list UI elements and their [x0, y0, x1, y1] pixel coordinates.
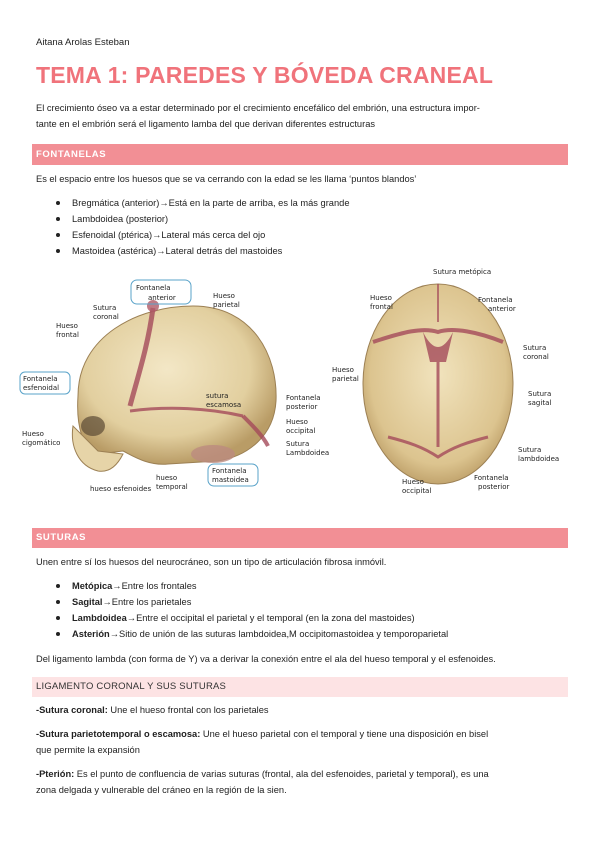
label-sutura-sagital-1: Sutura [528, 390, 551, 398]
skull-superior-drawing [362, 283, 514, 485]
label-sutura-sagital-2: sagital [528, 399, 551, 407]
label-hueso-cigomatico-1: Hueso [22, 430, 44, 438]
label-sutura-coronal-1: Sutura [93, 304, 116, 312]
skull-lateral-figure: Fontanela anterior Hueso parietal Sutura… [19, 279, 329, 493]
label-fontanela-posterior-1: Fontanela [286, 394, 321, 402]
label-sutura-lambdoidea-2: Lambdoidea [286, 449, 329, 457]
label-hueso-occipital-1: Hueso [402, 478, 424, 486]
label-sutura-metopica: Sutura metópica [433, 268, 491, 276]
list-item-term: Lambdoidea [72, 613, 127, 623]
label-fontanela-anterior-1: Fontanela [478, 296, 513, 304]
label-hueso-temporal-2: temporal [156, 483, 188, 491]
sutura-escamosa-text: Une el hueso parietal con el temporal y … [200, 729, 489, 739]
label-fontanela-posterior-2: posterior [478, 483, 510, 491]
suturas-list: Metópica→Entre los frontales Sagital→Ent… [50, 578, 448, 642]
label-hueso-esfenoides: hueso esfenoides [90, 485, 151, 493]
label-hueso-parietal-2: parietal [213, 301, 240, 309]
list-item-term: Asterión [72, 629, 110, 639]
fontanela-anterior-box [130, 279, 192, 305]
list-item: Asterión→Sitio de unión de las suturas l… [50, 626, 448, 642]
fontanelas-description: Es el espacio entre los huesos que se va… [36, 174, 417, 184]
sutura-coronal-term: -Sutura coronal: [36, 705, 108, 715]
label-fontanela-posterior-1: Fontanela [474, 474, 509, 482]
intro-line-2: tante en el embrión será el ligamento la… [36, 118, 376, 129]
list-item-text: →Sitio de unión de las suturas lambdoide… [109, 629, 449, 639]
label-hueso-occipital-1: Hueso [286, 418, 308, 426]
list-item: Bregmática (anterior)→Está en la parte d… [50, 195, 350, 211]
label-hueso-frontal-1: Hueso [370, 294, 392, 302]
coronal-paragraph-2: -Sutura parietotemporal o escamosa: Une … [36, 727, 566, 758]
intro-paragraph: El crecimiento óseo va a estar determina… [36, 101, 566, 132]
list-item: Metópica→Entre los frontales [50, 578, 448, 594]
label-sutura-coronal-2: coronal [523, 353, 549, 361]
skull-lateral-drawing [71, 300, 277, 472]
section-heading-suturas: SUTURAS [32, 528, 568, 548]
page-title: TEMA 1: PAREDES Y BÓVEDA CRANEAL [36, 62, 494, 88]
label-fontanela-anterior-2: anterior [148, 294, 176, 302]
label-fontanela-esfenoidal-1: Fontanela [23, 375, 58, 383]
sutura-escamosa-term: -Sutura parietotemporal o escamosa: [36, 729, 201, 739]
coronal-heading-text: LIGAMENTO CORONAL Y SUS SUTURAS [36, 681, 227, 692]
suturas-after-paragraph: Del ligamento lambda (con forma de Y) va… [36, 654, 496, 664]
label-sutura-escamosa-2: escamosa [206, 401, 241, 409]
coronal-paragraph-1: -Sutura coronal: Une el hueso frontal co… [36, 703, 566, 719]
label-fontanela-posterior-2: posterior [286, 403, 318, 411]
fontanelas-list: Bregmática (anterior)→Está en la parte d… [50, 195, 350, 259]
intro-line-1: El crecimiento óseo va a estar determina… [36, 103, 480, 113]
label-sutura-lambdoidea-2: lambdoidea [518, 455, 559, 463]
label-sutura-lambdoidea-1: Sutura [518, 446, 541, 454]
coronal-paragraph-3: -Pterión: Es el punto de confluencia de … [36, 767, 566, 798]
pterion-term: -Pterión: [36, 769, 75, 779]
label-hueso-temporal-1: hueso [156, 474, 177, 482]
list-item-text: →Entre el occipital el parietal y el tem… [126, 613, 415, 623]
label-hueso-parietal-1: Hueso [213, 292, 235, 300]
fontanelas-heading-text: FONTANELAS [36, 149, 107, 160]
label-hueso-frontal-2: frontal [56, 331, 79, 339]
author-name: Aitana Arolas Esteban [36, 37, 130, 48]
sutura-escamosa-line-2: que permite la expansión [36, 744, 140, 755]
label-sutura-coronal-2: coronal [93, 313, 119, 321]
label-sutura-escamosa-1: sutura [206, 392, 228, 400]
label-fontanela-mastoidea-1: Fontanela [212, 467, 247, 475]
fontanela-esfenoidal-box [19, 371, 71, 395]
fontanela-mastoidea-box [207, 463, 259, 487]
suturas-heading-text: SUTURAS [36, 532, 87, 543]
label-fontanela-anterior-2: anterior [488, 305, 516, 313]
section-heading-fontanelas: FONTANELAS [32, 144, 568, 165]
list-item: Esfenoidal (ptérica)→Lateral más cerca d… [50, 227, 350, 243]
list-item: Lambdoidea→Entre el occipital el parieta… [50, 610, 448, 626]
label-sutura-coronal-1: Sutura [523, 344, 546, 352]
list-item-text: →Entre los parietales [102, 597, 192, 607]
section-heading-ligamento-coronal: LIGAMENTO CORONAL Y SUS SUTURAS [32, 677, 568, 697]
label-hueso-occipital-2: occipital [286, 427, 315, 435]
suturas-description: Unen entre sí los huesos del neurocráneo… [36, 557, 387, 567]
sutura-coronal-text: Une el hueso frontal con los parietales [107, 705, 269, 715]
label-fontanela-esfenoidal-2: esfenoidal [23, 384, 59, 392]
label-hueso-frontal-1: Hueso [56, 322, 78, 330]
label-hueso-parietal-2: parietal [332, 375, 359, 383]
label-fontanela-mastoidea-2: mastoidea [212, 476, 249, 484]
list-item-term: Sagital [72, 597, 103, 607]
label-hueso-parietal-1: Hueso [332, 366, 354, 374]
label-hueso-frontal-2: frontal [370, 303, 393, 311]
list-item: Lambdoidea (posterior) [50, 211, 350, 227]
pterion-line-2: zona delgada y vulnerable del cráneo en … [36, 784, 287, 795]
label-hueso-cigomatico-2: cigomático [22, 439, 60, 447]
list-item-text: →Entre los frontales [112, 581, 197, 591]
label-fontanela-anterior-1: Fontanela [136, 284, 171, 292]
pterion-text: Es el punto de confluencia de varias sut… [74, 769, 489, 779]
list-item: Sagital→Entre los parietales [50, 594, 448, 610]
label-sutura-lambdoidea-1: Sutura [286, 440, 309, 448]
list-item-term: Metópica [72, 581, 113, 591]
skull-superior-figure: Sutura metópica Hueso frontal Fontanela … [332, 268, 559, 495]
label-hueso-occipital-2: occipital [402, 487, 431, 495]
list-item: Mastoidea (astérica)→Lateral detrás del … [50, 243, 350, 259]
